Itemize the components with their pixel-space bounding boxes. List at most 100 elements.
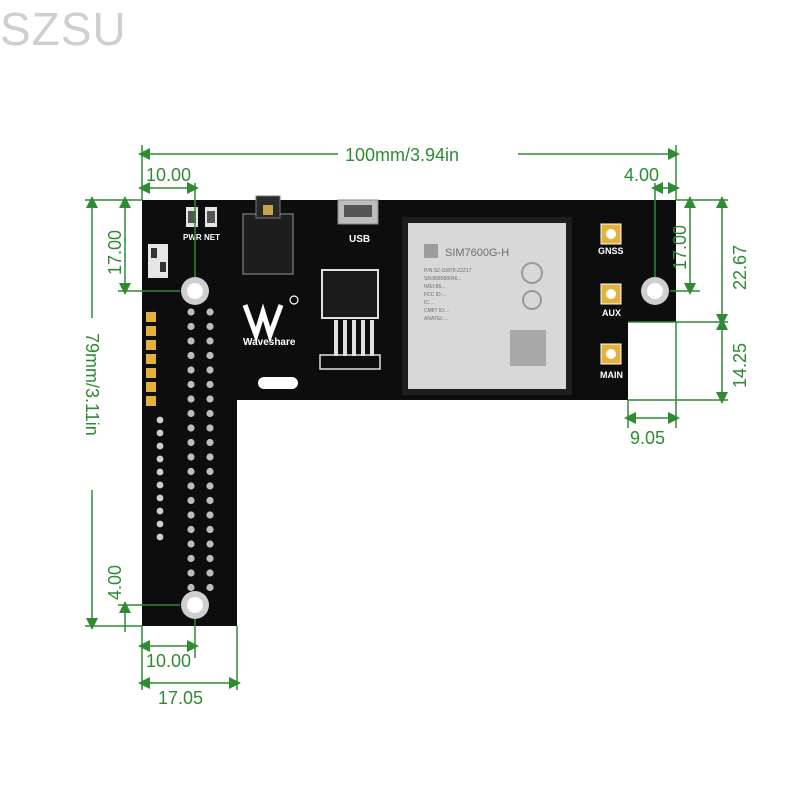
mounting-hole bbox=[181, 277, 209, 305]
jumper-pad bbox=[146, 340, 156, 350]
gpio-pin bbox=[206, 424, 214, 432]
gpio-pin bbox=[206, 409, 214, 418]
pad-hole bbox=[156, 468, 164, 476]
main-label: MAIN bbox=[600, 370, 623, 380]
jumper-pad bbox=[146, 382, 156, 392]
gpio-pin bbox=[206, 467, 214, 476]
gnss-connector bbox=[600, 223, 622, 245]
voltage-regulator bbox=[319, 269, 381, 370]
module-text: SN:868588046... bbox=[424, 276, 462, 282]
usb-port bbox=[337, 199, 379, 225]
dim-left-offset-top: 10.00 bbox=[146, 165, 191, 185]
gpio-pin bbox=[187, 409, 195, 418]
module-text: IC:... bbox=[424, 300, 435, 306]
waveshare-logo bbox=[242, 295, 299, 343]
dim-height-17-right: 17.00 bbox=[670, 225, 690, 270]
jumper-pad bbox=[146, 326, 156, 336]
jumper-pads bbox=[146, 312, 164, 541]
dim-bottom-10: 10.00 bbox=[146, 651, 191, 671]
gpio-pin bbox=[206, 337, 214, 345]
gpio-pin bbox=[187, 467, 195, 476]
dim-height-22-67: 22.67 bbox=[730, 245, 750, 290]
jumper-pad bbox=[146, 354, 156, 364]
gpio-pin bbox=[206, 322, 214, 331]
gpio-pin bbox=[206, 554, 214, 563]
module-text: IMEI:86... bbox=[424, 284, 445, 290]
gpio-pin bbox=[206, 511, 214, 519]
gpio-header bbox=[187, 308, 214, 592]
gpio-pin bbox=[187, 496, 195, 505]
jumper-pad bbox=[146, 312, 156, 322]
pwr-label: PWR bbox=[183, 233, 202, 242]
gpio-pin bbox=[187, 351, 195, 360]
aux-label: AUX bbox=[602, 308, 621, 318]
gpio-pin bbox=[187, 540, 195, 548]
dimension-arrows bbox=[86, 148, 728, 689]
dim-right-offset-top: 4.00 bbox=[624, 165, 659, 185]
gpio-pin bbox=[187, 366, 195, 374]
gpio-pin bbox=[206, 482, 214, 490]
led-pwr bbox=[186, 207, 198, 227]
module-text: ANATEL:... bbox=[424, 316, 449, 322]
pad-hole bbox=[156, 494, 164, 502]
dim-total-width: 100mm/3.94in bbox=[345, 145, 459, 165]
module-text: FCC ID:... bbox=[424, 292, 446, 298]
gpio-pin bbox=[187, 395, 195, 403]
gpio-pin bbox=[187, 525, 195, 534]
pad-hole bbox=[156, 520, 164, 528]
pad-hole bbox=[156, 455, 164, 463]
gpio-pin bbox=[187, 511, 195, 519]
gpio-pin bbox=[187, 583, 195, 592]
gpio-pin bbox=[206, 351, 214, 360]
module-name: SIM7600G-H bbox=[445, 247, 509, 259]
gpio-pin bbox=[206, 525, 214, 534]
net-label: NET bbox=[204, 233, 220, 242]
gpio-pin bbox=[187, 322, 195, 331]
pad-hole bbox=[156, 416, 164, 424]
gnss-label: GNSS bbox=[598, 246, 624, 256]
watermark: SZSU bbox=[0, 3, 127, 55]
gpio-pin bbox=[187, 554, 195, 563]
brand-label: Waveshare bbox=[243, 337, 296, 348]
jumper-pad bbox=[146, 396, 156, 406]
gpio-pin bbox=[187, 308, 195, 316]
dip-switch bbox=[148, 244, 168, 278]
gpio-pin bbox=[206, 438, 214, 447]
pad-hole bbox=[156, 481, 164, 489]
gpio-pin bbox=[187, 482, 195, 490]
gpio-pin bbox=[206, 308, 214, 316]
gpio-pin bbox=[187, 424, 195, 432]
dim-bottom-17-05: 17.05 bbox=[158, 688, 203, 708]
dim-total-height: 79mm/3.11in bbox=[82, 333, 102, 436]
gpio-pin bbox=[206, 540, 214, 548]
main-connector bbox=[600, 343, 622, 365]
module-text: CMIIT ID:... bbox=[424, 308, 449, 314]
audio-jack bbox=[242, 195, 294, 275]
pad-hole bbox=[156, 442, 164, 450]
gpio-pin bbox=[187, 569, 195, 577]
led-net bbox=[205, 207, 217, 227]
gpio-pin bbox=[206, 583, 214, 592]
gpio-pin bbox=[187, 380, 195, 389]
dim-height-14-25: 14.25 bbox=[730, 343, 750, 388]
dim-bottom-offset-v: 4.00 bbox=[105, 565, 125, 600]
dim-width-9-05: 9.05 bbox=[630, 428, 665, 448]
module-text: P/N:S2-10870-Z2Z17 bbox=[424, 268, 472, 274]
gpio-pin bbox=[206, 366, 214, 374]
dim-height-17-left: 17.00 bbox=[105, 230, 125, 275]
gpio-pin bbox=[187, 438, 195, 447]
gpio-pin bbox=[206, 395, 214, 403]
gpio-pin bbox=[206, 496, 214, 505]
gpio-pin bbox=[206, 453, 214, 461]
mounting-hole bbox=[181, 591, 209, 619]
pad-hole bbox=[156, 429, 164, 437]
aux-connector bbox=[600, 283, 622, 305]
gpio-pin bbox=[206, 380, 214, 389]
mounting-hole bbox=[641, 277, 669, 305]
pad-hole bbox=[156, 507, 164, 515]
pad-hole bbox=[156, 533, 164, 541]
sim-module bbox=[402, 217, 572, 395]
gpio-pin bbox=[187, 453, 195, 461]
gpio-pin bbox=[206, 569, 214, 577]
